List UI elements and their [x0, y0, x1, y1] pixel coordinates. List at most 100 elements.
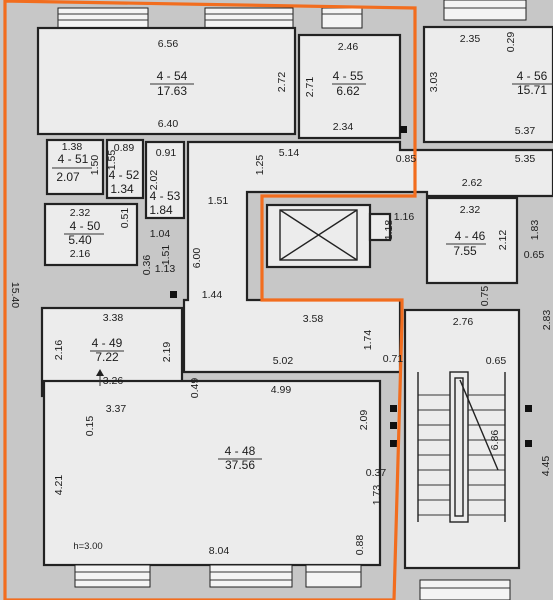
room-49-id: 4 - 49	[92, 336, 123, 350]
room-56-area: 15.71	[517, 83, 547, 97]
dim-r48-right-c: 1.73	[371, 485, 383, 506]
bottom-windows	[74, 564, 511, 600]
dim-r46-right-a: 1.83	[529, 220, 541, 241]
room-48-area: 37.56	[225, 458, 255, 472]
room-4-55	[297, 33, 402, 140]
dim-r55-side-left: 2.71	[304, 77, 316, 98]
room-52-area: 1.34	[110, 182, 134, 196]
dim-r49-bottom: 3.26	[103, 375, 124, 387]
dim-r51-side: 1.50	[89, 155, 101, 176]
dim-r46-top: 2.32	[460, 204, 481, 216]
room-53-area: 1.84	[149, 203, 173, 217]
dim-r56-bottom: 5.37	[515, 125, 536, 137]
room-shapes	[36, 25, 553, 570]
room-4-46	[425, 196, 519, 285]
stair-steps	[417, 371, 506, 523]
top-windows	[57, 0, 527, 29]
highlight-outline	[3, 0, 417, 600]
room-51-area: 2.07	[56, 170, 80, 184]
vertical-dimension-labels: 2.72 2.71 3.03 0.29 1.50 1.55 2.02 1.25 …	[9, 32, 553, 556]
dim-r48-left: 4.21	[53, 475, 65, 496]
dim-small-d: 1.13	[155, 263, 176, 275]
dim-r46-side: 2.12	[497, 230, 509, 251]
dim-small-b: 1.51	[160, 245, 172, 266]
dim-corridor-f: 1.51	[208, 195, 229, 207]
dim-r48-a: 0.49	[189, 378, 201, 399]
dim-edge-label: 15.40	[9, 282, 21, 308]
room-49-area: 7.22	[95, 350, 119, 364]
dim-r54-side: 2.72	[276, 72, 288, 93]
socket-symbols	[170, 126, 532, 447]
room-4-53	[144, 140, 186, 220]
dim-corridor-b: 5.14	[279, 147, 300, 159]
dim-r55-bottom: 2.34	[333, 121, 354, 133]
dim-r48-b: 3.37	[106, 403, 127, 415]
dim-hall-c: 1.74	[362, 330, 374, 351]
dim-r53-side: 2.02	[148, 170, 160, 191]
ceiling-height-note: h=3.00	[73, 541, 102, 552]
room-54-area: 17.63	[157, 84, 187, 98]
room-51-id: 4 - 51	[58, 152, 89, 166]
dimension-labels: 6.56 6.40 2.46 2.34 2.35 5.37 1.38 0.89 …	[62, 33, 545, 557]
dim-r46-right-b: 0.65	[524, 249, 545, 261]
arrow-marker	[96, 369, 104, 386]
room-50-area: 5.40	[68, 233, 92, 247]
stairwell	[403, 308, 521, 570]
dim-r50-side: 0.51	[119, 208, 131, 229]
dim-r50-bottom: 2.16	[70, 248, 91, 260]
dim-r48-right-b: 0.37	[366, 467, 387, 479]
dim-r48-top: 4.99	[271, 384, 292, 396]
dim-stair-right: 2.83	[541, 310, 553, 331]
elevator-cross	[279, 209, 358, 261]
dim-stair-top: 2.76	[453, 316, 474, 328]
dim-r51-top: 1.38	[62, 141, 83, 153]
room-46-id: 4 - 46	[455, 229, 486, 243]
room-46-area: 7.55	[453, 244, 477, 258]
room-55-area: 6.62	[336, 84, 360, 98]
dim-corridor-a: 1.25	[254, 155, 266, 176]
room-4-51	[45, 138, 105, 196]
dim-hall-e: 5.02	[273, 355, 294, 367]
dim-r55-top: 2.46	[338, 41, 359, 53]
room-53-id: 4 - 53	[150, 189, 181, 203]
elevator-niche	[368, 212, 392, 242]
dim-r49-left: 2.16	[53, 340, 65, 361]
dim-r54-bottom: 6.40	[158, 118, 179, 130]
dim-r49-right: 2.19	[161, 342, 173, 363]
dim-corridor-d: 5.35	[515, 153, 536, 165]
room-55-id: 4 - 55	[333, 69, 364, 83]
dim-r52-top: 0.89	[114, 142, 135, 154]
dim-r48-bottom: 8.04	[209, 545, 230, 557]
dim-corridor-e: 2.62	[462, 177, 483, 189]
room-56-id: 4 - 56	[517, 69, 548, 83]
dim-stair-side: 4.45	[540, 456, 552, 477]
dim-elev-a: 1.16	[394, 211, 415, 223]
room-labels: 4 - 54 17.63 4 - 55 6.62 4 - 56 15.71 4 …	[52, 69, 553, 472]
dim-r48-c: 0.15	[84, 416, 96, 437]
room-50-id: 4 - 50	[70, 219, 101, 233]
dim-r49-top: 3.38	[103, 312, 124, 324]
room-54-id: 4 - 54	[157, 69, 188, 83]
dim-r52-side: 1.55	[106, 150, 118, 171]
dim-small-a: 1.04	[150, 228, 171, 240]
room-4-52	[105, 138, 145, 200]
dim-stair-height: 6.86	[489, 430, 501, 451]
dim-small-c: 0.36	[141, 255, 153, 276]
dim-stair-a: 0.65	[486, 355, 507, 367]
dim-r48-d: 0.88	[354, 535, 366, 556]
dim-r55-side-right: 3.03	[428, 72, 440, 93]
dim-r53-top: 0.91	[156, 147, 177, 159]
dim-r46-bottom: 0.75	[479, 286, 491, 307]
room-4-56	[422, 25, 553, 144]
corridor	[182, 140, 553, 374]
dim-hall-d: 0.71	[383, 353, 404, 365]
room-4-48	[42, 379, 382, 567]
dim-hall-b: 3.58	[303, 313, 324, 325]
dim-r56-side: 0.29	[505, 32, 517, 53]
dim-r54-top: 6.56	[158, 38, 179, 50]
room-4-54	[36, 26, 297, 136]
dim-r48-right-a: 2.09	[358, 410, 370, 431]
dim-r56-top: 2.35	[460, 33, 481, 45]
dim-corridor-c: 0.85	[396, 153, 417, 165]
